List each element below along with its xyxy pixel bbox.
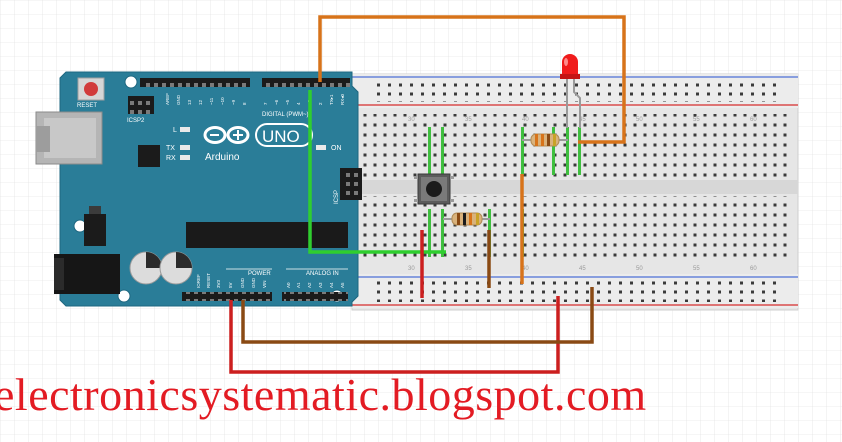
arduino-logo-icon [203,126,250,144]
led-resistor [522,133,568,147]
column-label: 60 [750,117,757,123]
power-label: POWER [248,271,271,277]
pin-label: 13 [187,99,192,105]
column-label: 50 [636,266,643,272]
pin-label: ~6 [274,99,279,105]
icsp2-header [128,96,154,114]
digital-pin-labels: AREF GND 13 12 ~11 ~10 ~9 8 7 ~6 ~5 4 ~3… [165,93,345,105]
pin-label: A4 [329,282,334,288]
column-label: 55 [693,266,700,272]
column-label: 35 [465,117,472,123]
pin-label: 2 [318,102,323,105]
column-label: 45 [579,117,586,123]
mounting-hole [117,289,131,303]
power-header [182,292,272,301]
watermark-text: electronicsystematic.blogspot.com [0,369,647,420]
pin-label: GND [176,94,181,105]
pin-label: 7 [263,102,268,105]
pulldown-resistor [443,212,490,226]
arduino-uno-board: RESET ICSP2 AREF GND 13 12 ~11 ~10 ~9 8 … [35,71,362,307]
digital-header [140,78,350,87]
led-label-rx: RX [166,155,176,162]
brown-wire-gnd-to-rail [241,287,594,344]
push-button [414,173,454,205]
pin-label: ~10 [220,97,225,105]
pin-label: 5V [228,282,233,288]
uno-logo-text: UNO [262,127,300,146]
brand-name: Arduino [205,152,240,163]
pin-label: ~11 [209,97,214,105]
pin-label: VIN [262,280,267,288]
reset-label: RESET [77,103,97,109]
center-channel [352,180,798,194]
pin-label: RESET [206,273,211,288]
red-wire-5v-to-rail [229,296,560,374]
lower-terminal-strip [362,196,790,260]
column-label: 30 [408,117,415,123]
led-label-tx: TX [166,145,175,152]
column-label: 30 [408,266,415,272]
column-label: 40 [522,266,529,272]
column-label: 60 [750,266,757,272]
microcontroller-chip [186,222,348,248]
pin-label: GND [251,277,256,288]
power-pin-labels: IOREF RESET 3V3 5V GND GND VIN [196,273,267,288]
pin-label: GND [240,277,245,288]
reset-button [77,77,105,101]
pin-label: 8 [242,102,247,105]
pin-label: A3 [318,282,323,288]
column-label: 45 [579,266,586,272]
voltage-regulator [84,214,106,246]
analog-label: ANALOG IN [306,271,339,277]
pin-label: 4 [296,102,301,105]
analog-header [282,292,348,301]
icsp-label: ICSP [334,190,340,204]
red-led [560,54,581,128]
on-label: ON [331,145,342,152]
column-label: 50 [636,117,643,123]
usb-chip [138,145,160,167]
onboard-leds: L TX RX [166,127,190,162]
pin-label: TX▸1 [329,94,334,105]
mounting-hole [124,75,138,89]
column-label: 35 [465,266,472,272]
pin-label: 12 [198,99,203,105]
icsp2-label: ICSP2 [127,118,145,124]
digital-label: DIGITAL (PWM~) [262,112,309,118]
power-jack [54,254,120,294]
led-label-l: L [173,127,177,134]
capacitors [129,251,193,285]
wires [229,15,626,374]
pin-label: RX◂0 [340,93,345,105]
pin-label: A5 [340,282,345,288]
pin-label: IOREF [196,274,201,288]
icsp-header [340,168,362,200]
pin-label: ~5 [285,99,290,105]
pin-label: A2 [307,282,312,288]
pin-label: ~9 [231,99,236,105]
usb-port [35,111,103,165]
column-label: 55 [693,117,700,123]
pin-label: 3V3 [216,279,221,288]
pin-label: AREF [165,93,170,105]
pin-label: A0 [286,282,291,288]
upper-terminal-strip [362,114,790,178]
analog-pin-labels: A0 A1 A2 A3 A4 A5 [286,282,345,288]
green-wire-pin-to-button [308,90,446,254]
pin-label: A1 [296,282,301,288]
orange-wire-pin2-to-led [318,15,626,144]
uno-badge [255,123,313,147]
column-label: 40 [522,117,529,123]
